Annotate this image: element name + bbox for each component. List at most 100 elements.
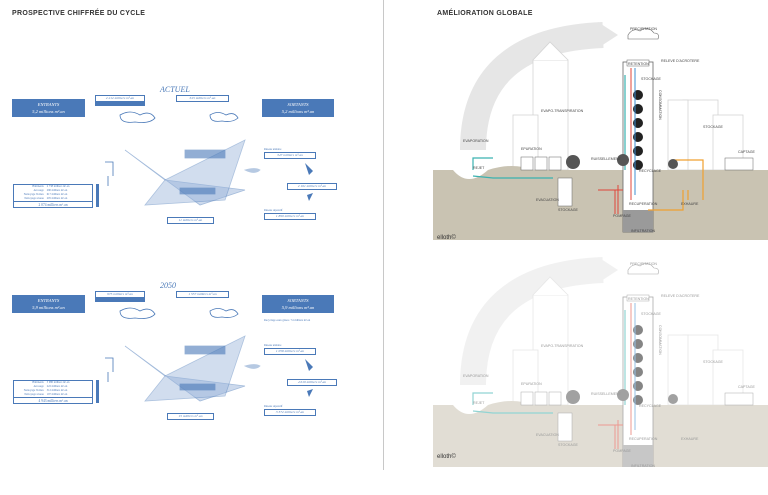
arrows-icon [305,359,313,397]
entrants-title: ENTRANTS [37,102,60,107]
right-upper-caption: Réseau unitaire [264,148,282,151]
entrants-value: 5,2 millions m³.an [32,109,65,114]
usage-value: 3 980 milliers m³.an [46,381,70,384]
label-evapo: EVAPO-TRANSPIRATION [541,344,584,348]
value-bottom: 11 milliers m³.an [167,217,214,224]
water-cycle-sketch [105,307,261,402]
right-lower-caption: Réseau séparatif [264,405,283,408]
value-right-lower: 1 890 milliers m³.an [264,213,316,220]
infiltration-zone [623,210,653,232]
value-top-left: 2 212 milliers m³.an [95,95,145,102]
label-retention: RETENTION [628,297,649,301]
usages-bracket [96,184,99,207]
cloud-sketch [209,112,239,122]
label-stockage_right: STOCKAGE [703,360,724,364]
illustration-svg: PRECIPITATION RETENTION RELEVE D'ACROTERE S… [433,22,768,240]
label-evacuation: EVACUATION [536,433,559,437]
value-right-upper: 347 milliers m³.an [264,152,316,159]
panel-title: ACTUEL [160,85,190,94]
usage-name: Nettoyage Voiries [23,389,44,392]
value-top-left: 975 milliers m³.an [95,291,145,298]
ground [433,166,768,240]
usage-value: 617 milliers m³.an [46,193,68,196]
right-lower-caption: Réseau séparatif [264,209,283,212]
cloud-icon [627,263,659,275]
label-ruissellement: RUISSELLEMENT [591,157,622,161]
label-evaporation: EVAPORATION [463,374,489,378]
usage-value: 205 milliers m³.an [46,197,68,200]
cloud-sketch [209,308,239,318]
label-stockage_top: STOCKAGE [641,77,662,81]
label-epuration: EPURATION [521,147,542,151]
label-exhaure: EXHAURE [681,437,699,441]
usage-value: 312 milliers m³.an [46,389,68,392]
label-precipitation: PRECIPITATION [630,27,657,31]
usages-total: 2 074 milliers m³.an [14,201,92,207]
label-releve: RELEVE D'ACROTERE [661,59,700,63]
value-bar [95,298,145,302]
ground [433,401,768,475]
usage-value: 290 milliers m³.an [46,189,68,192]
sortants-title: SORTANTS [287,298,309,303]
buildings [512,276,744,406]
credit-2: elloth© [437,454,456,460]
usage-name: Bâtiments [32,185,44,188]
label-epuration: EPURATION [521,382,542,386]
label-exhaure: EXHAURE [681,202,699,206]
value-right-middle: 4 610 milliers m³.an [287,379,337,386]
usage-name: Arrosage [33,189,44,192]
entrants-title: ENTRANTS [37,298,60,303]
label-pompage: POMPAGE [613,449,632,453]
label-rejet: REJET [473,401,485,405]
evaporation-arrow [460,22,604,151]
label-infiltration: INFILTRATION [631,229,655,233]
label-retention: RETENTION [628,62,649,66]
value-bottom: 15 milliers m³.an [167,413,214,420]
label-evapo: EVAPO-TRANSPIRATION [541,109,584,113]
value-top-right: 615 milliers m³.an [176,95,229,102]
label-ruissellement: RUISSELLEMENT [591,392,622,396]
panel-actuel: ACTUEL ENTRANTS 5,2 millions m³.an SORTAN… [10,85,340,224]
value-top-right: 1 557 milliers m³.an [176,291,229,298]
page-title-right: AMÉLIORATION GLOBALE [437,10,533,17]
usages-total: 4 943 milliers m³.an [14,397,92,403]
value-right-upper: 1 058 milliers m³.an [264,348,316,355]
label-stockage_ground: STOCKAGE [558,208,579,212]
label-captage: CAPTAGE [738,150,756,154]
evaporation-arrow [460,257,604,386]
infiltration-zone [623,445,653,467]
cloud-sketch [119,307,156,319]
label-evaporation: EVAPORATION [463,139,489,143]
extra-note: Recyclage eaux grises / 31 milliers m³.a… [264,319,311,322]
page-title: PROSPECTIVE CHIFFRÉE DU CYCLE [12,10,146,17]
value-right-lower: 3 372 milliers m³.an [264,409,316,416]
usage-name: Nettoyage Voiries [23,193,44,196]
label-rejet: REJET [473,166,485,170]
label-captage: CAPTAGE [738,385,756,389]
label-stockage_ground: STOCKAGE [558,443,579,447]
sortants-title: SORTANTS [287,102,309,107]
label-recyclage: RECYCLAGE [639,404,662,408]
left-page: PROSPECTIVE CHIFFRÉE DU CYCLE ACTUEL ENT… [0,0,384,470]
usages-bracket [96,380,99,403]
usage-value: 2 738 milliers m³.an [46,185,70,188]
usage-name: Nettoyage réseau [24,393,44,396]
cloud-icon [627,28,659,40]
right-upper-caption: Réseau unitaire [264,344,282,347]
label-consommation: CONSOMMATION [658,90,662,120]
entrants-box: ENTRANTS 5,2 millions m³.an [12,99,85,117]
panel-title: 2050 [160,281,176,290]
